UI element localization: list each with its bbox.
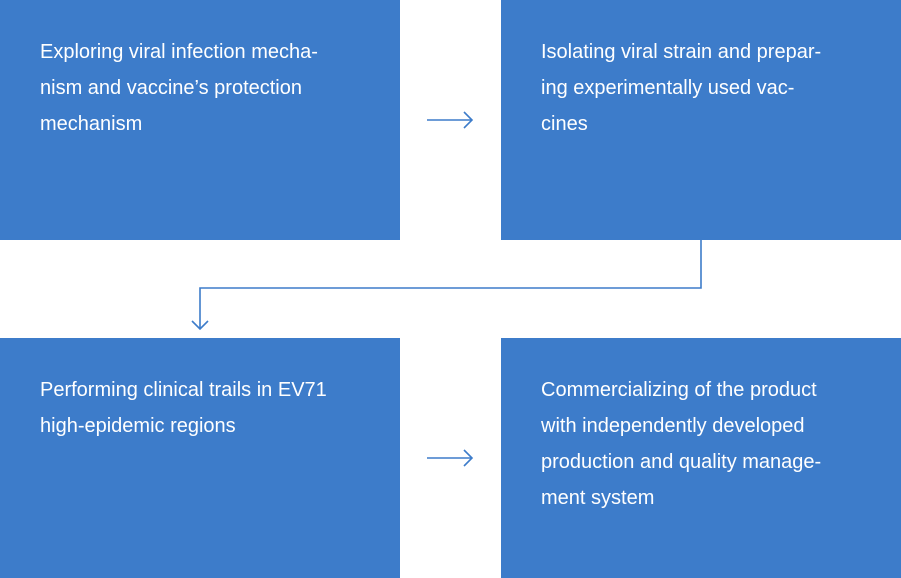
- arrow-right-icon: [427, 449, 474, 467]
- step-3-text-line-2: high-epidemic regions: [40, 415, 236, 437]
- step-box-4: Commercializing of the product with inde…: [501, 338, 901, 578]
- step-4-text-line-1: Commercializing of the product: [541, 379, 817, 401]
- step-box-3: Performing clinical trails in EV71 high-…: [0, 338, 400, 578]
- step-1-text-line-2: nism and vaccine’s protection: [40, 77, 302, 99]
- arrow-down-icon: [191, 240, 702, 331]
- arrow-right-icon: [427, 111, 474, 129]
- step-2-text-line-1: Isolating viral strain and prepar-: [541, 41, 822, 63]
- step-2-text-line-3: cines: [541, 113, 588, 135]
- step-1-text-line-1: Exploring viral infection mecha-: [40, 41, 318, 63]
- step-4-text-line-2: with independently developed: [541, 415, 805, 437]
- step-3-text-line-1: Performing clinical trails in EV71: [40, 379, 327, 401]
- step-box-1: Exploring viral infection mecha- nism an…: [0, 0, 400, 240]
- step-4-text-line-4: ment system: [541, 487, 655, 509]
- step-1-text-line-3: mechanism: [40, 113, 143, 135]
- step-4-text-line-3: production and quality manage-: [541, 451, 822, 473]
- step-box-2: Isolating viral strain and prepar- ing e…: [501, 0, 901, 240]
- step-2-text-line-2: ing experimentally used vac-: [541, 77, 795, 99]
